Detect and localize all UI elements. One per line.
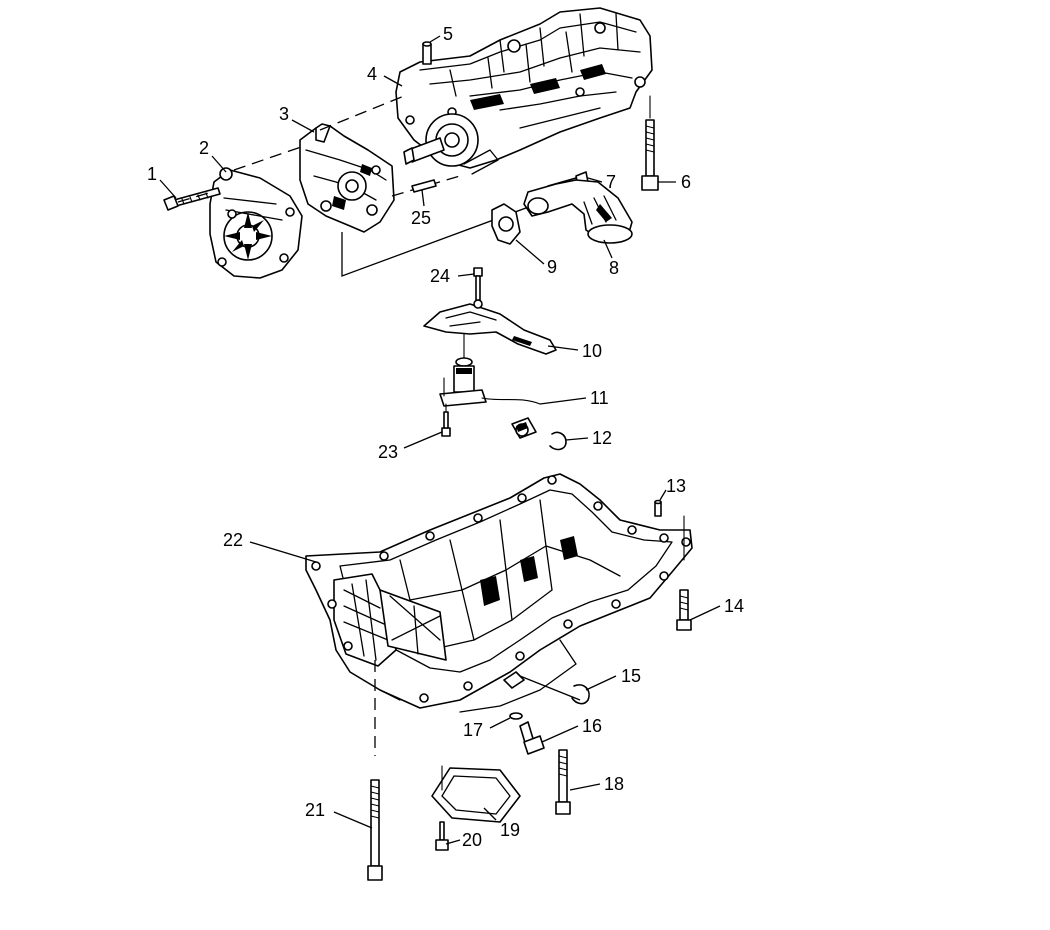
- callout-1: 1: [147, 164, 157, 184]
- callout-18: 18: [604, 774, 624, 794]
- callout-12: 12: [592, 428, 612, 448]
- bolt-6: [641, 95, 659, 191]
- stud-18: [555, 749, 571, 815]
- clip-15: [571, 684, 590, 705]
- assembly-line-2: [233, 145, 305, 171]
- leader-lines: [159, 35, 721, 845]
- assembly-line-1: [177, 191, 213, 203]
- dowel-25: [411, 179, 437, 193]
- upper-block-assembly: [395, 7, 653, 175]
- bolt-21: [367, 660, 383, 881]
- callout-9: 9: [547, 257, 557, 277]
- callout-23: 23: [378, 442, 398, 462]
- callout-7: 7: [606, 172, 616, 192]
- bolt-23: [441, 403, 451, 437]
- callout-24: 24: [430, 266, 450, 286]
- callout-10: 10: [582, 341, 602, 361]
- callout-15: 15: [621, 666, 641, 686]
- assembly-line-3: [319, 95, 405, 131]
- oil-pan-22: [305, 473, 693, 713]
- callout-3: 3: [279, 104, 289, 124]
- callout-6: 6: [681, 172, 691, 192]
- leader-15-tail: [519, 675, 581, 701]
- callout-20: 20: [462, 830, 482, 850]
- callout-21: 21: [305, 800, 325, 820]
- callout-14: 14: [724, 596, 744, 616]
- washer-17: [509, 712, 523, 720]
- baffle-10: [423, 299, 557, 355]
- bolt-20: [435, 821, 449, 851]
- dowel-5: [422, 41, 432, 65]
- drain-plug-16: [519, 721, 545, 755]
- assembly-line-4: [391, 175, 461, 197]
- callout-5: 5: [443, 24, 453, 44]
- pump-cover: [209, 167, 303, 279]
- callout-17: 17: [463, 720, 483, 740]
- callout-11: 11: [590, 388, 609, 408]
- callout-8: 8: [609, 258, 619, 278]
- callout-22: 22: [223, 530, 243, 550]
- cover-plate-19: [431, 765, 521, 823]
- dowel-13: [654, 499, 662, 517]
- pump-housing: [299, 123, 395, 233]
- callout-16: 16: [582, 716, 602, 736]
- callout-19: 19: [500, 820, 520, 840]
- callout-25: 25: [411, 208, 431, 228]
- gasket-9: [491, 203, 521, 245]
- oil-level-sensor-11: [439, 333, 541, 439]
- bolt-24: [473, 267, 483, 301]
- callout-labels: 1 2 3 4 5 6 7 8 9 10 11 12 13 14 15 16 1…: [147, 24, 744, 850]
- bolt-14: [676, 515, 692, 631]
- callout-2: 2: [199, 138, 209, 158]
- callout-13: 13: [666, 476, 686, 496]
- oil-pickup-tube-8: [523, 179, 633, 244]
- clip-12: [549, 431, 567, 451]
- callout-4: 4: [367, 64, 377, 84]
